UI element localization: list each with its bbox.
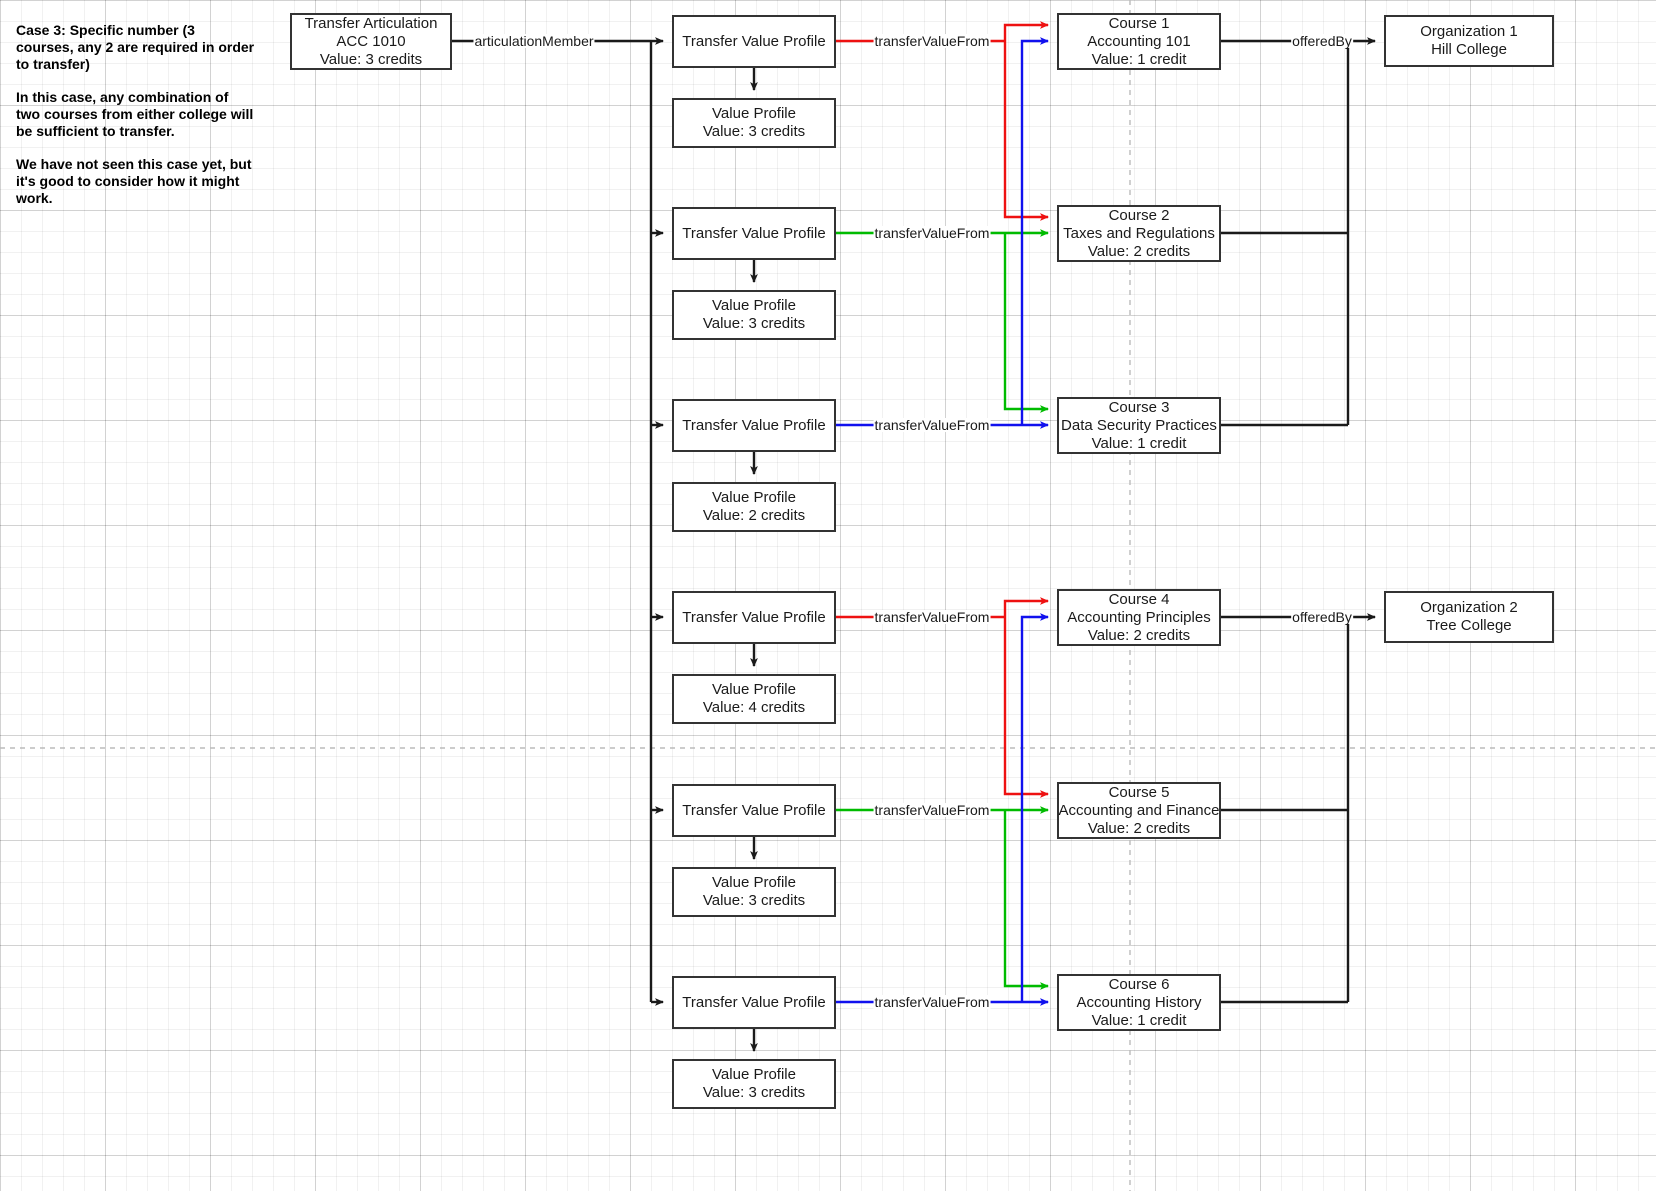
transfer-value-profile-label: Transfer Value Profile — [682, 993, 826, 1011]
transfer-value-profile-label: Transfer Value Profile — [682, 416, 826, 434]
transfer-value-profile-label: Transfer Value Profile — [682, 801, 826, 819]
node-transfer-articulation[interactable]: Transfer Articulation ACC 1010 Value: 3 … — [290, 13, 452, 70]
node-course-5[interactable]: Course 5 Accounting and Finance Value: 2… — [1057, 782, 1221, 839]
node-course-4[interactable]: Course 4 Accounting Principles Value: 2 … — [1057, 589, 1221, 646]
course-name: Accounting 101 — [1087, 32, 1191, 50]
course-value: Value: 2 credits — [1087, 242, 1191, 260]
course-id: Course 1 — [1108, 14, 1170, 32]
edge-label-transfer-value-from-2: transferValueFrom — [873, 225, 991, 241]
node-course-1[interactable]: Course 1 Accounting 101 Value: 1 credit — [1057, 13, 1221, 70]
edge-offered-by-org2 — [1221, 613, 1376, 1004]
node-transfer-value-profile-2[interactable]: Transfer Value Profile — [672, 207, 836, 260]
organization-name: Hill College — [1431, 41, 1507, 58]
case-note-line: (3 courses, any 2 are required in — [16, 22, 215, 55]
course-value: Value: 2 credits — [1087, 626, 1191, 644]
value-profile-label: Value Profile — [712, 489, 796, 506]
edge-label-transfer-value-from-5: transferValueFrom — [873, 802, 991, 818]
edge-articulation-member — [452, 37, 664, 1006]
transfer-articulation-value: Value: 3 credits — [319, 50, 423, 68]
case-note-line: In this case, any combination of — [16, 89, 229, 105]
value-profile-label: Value Profile — [712, 874, 796, 891]
course-id: Course 2 — [1108, 206, 1170, 224]
edge-label-transfer-value-from-3: transferValueFrom — [873, 417, 991, 433]
course-id: Course 6 — [1108, 975, 1170, 993]
case-note-line: Case 3: Specific number — [16, 22, 179, 38]
course-name: Taxes and Regulations — [1063, 224, 1215, 242]
case-note-line: might work. — [16, 173, 240, 206]
course-value: Value: 1 credit — [1091, 50, 1187, 68]
case-note-paragraph-3: We have not seen this case yet, but it's… — [16, 156, 256, 207]
organization-id: Organization 2 — [1420, 599, 1518, 616]
node-transfer-value-profile-3[interactable]: Transfer Value Profile — [672, 399, 836, 452]
value-profile-value: Value: 4 credits — [702, 699, 806, 716]
course-id: Course 4 — [1108, 590, 1170, 608]
organization-id: Organization 1 — [1420, 23, 1518, 40]
node-value-profile-3[interactable]: Value Profile Value: 2 credits — [672, 482, 836, 532]
value-profile-value: Value: 2 credits — [702, 507, 806, 524]
course-value: Value: 1 credit — [1091, 434, 1187, 452]
node-transfer-value-profile-5[interactable]: Transfer Value Profile — [672, 784, 836, 837]
case-note-paragraph-2: In this case, any combination of two cou… — [16, 89, 256, 140]
value-profile-label: Value Profile — [712, 681, 796, 698]
value-profile-label: Value Profile — [712, 105, 796, 122]
node-course-2[interactable]: Course 2 Taxes and Regulations Value: 2 … — [1057, 205, 1221, 262]
edge-label-transfer-value-from-1: transferValueFrom — [873, 33, 991, 49]
transfer-value-profile-label: Transfer Value Profile — [682, 608, 826, 626]
course-value: Value: 1 credit — [1091, 1011, 1187, 1029]
value-profile-value: Value: 3 credits — [702, 1084, 806, 1101]
node-transfer-value-profile-6[interactable]: Transfer Value Profile — [672, 976, 836, 1029]
course-id: Course 3 — [1108, 398, 1170, 416]
edge-label-offered-by-1: offeredBy — [1291, 33, 1353, 49]
course-name: Accounting Principles — [1067, 608, 1211, 626]
edge-label-transfer-value-from-6: transferValueFrom — [873, 994, 991, 1010]
case-note-line: but it's good to consider how it — [16, 156, 252, 189]
node-value-profile-2[interactable]: Value Profile Value: 3 credits — [672, 290, 836, 340]
case-note-line: two courses from either college — [16, 106, 227, 122]
transfer-articulation-code: ACC 1010 — [336, 32, 406, 50]
edge-label-transfer-value-from-4: transferValueFrom — [873, 609, 991, 625]
case-note-line: We have not seen this case yet, — [16, 156, 226, 172]
organization-name: Tree College — [1426, 617, 1512, 634]
course-name: Data Security Practices — [1061, 416, 1217, 434]
value-profile-value: Value: 3 credits — [702, 892, 806, 909]
case-note-line: order to transfer) — [16, 39, 255, 72]
transfer-articulation-title: Transfer Articulation — [304, 14, 438, 32]
edge-label-articulation-member: articulationMember — [473, 33, 595, 49]
node-value-profile-4[interactable]: Value Profile Value: 4 credits — [672, 674, 836, 724]
case-note-line: will be sufficient to transfer. — [16, 106, 254, 139]
edge-offered-by-org1 — [1221, 37, 1376, 427]
node-value-profile-5[interactable]: Value Profile Value: 3 credits — [672, 867, 836, 917]
node-value-profile-6[interactable]: Value Profile Value: 3 credits — [672, 1059, 836, 1109]
course-name: Accounting and Finance — [1058, 801, 1220, 819]
value-profile-value: Value: 3 credits — [702, 123, 806, 140]
node-transfer-value-profile-4[interactable]: Transfer Value Profile — [672, 591, 836, 644]
value-profile-label: Value Profile — [712, 1066, 796, 1083]
value-profile-label: Value Profile — [712, 297, 796, 314]
node-organization-1[interactable]: Organization 1 Hill College — [1384, 15, 1554, 67]
edge-label-offered-by-2: offeredBy — [1291, 609, 1353, 625]
course-value: Value: 2 credits — [1087, 819, 1191, 837]
case-note-paragraph-1: Case 3: Specific number (3 courses, any … — [16, 22, 256, 73]
course-id: Course 5 — [1108, 783, 1170, 801]
course-name: Accounting History — [1076, 993, 1202, 1011]
node-transfer-value-profile-1[interactable]: Transfer Value Profile — [672, 15, 836, 68]
node-organization-2[interactable]: Organization 2 Tree College — [1384, 591, 1554, 643]
value-profile-value: Value: 3 credits — [702, 315, 806, 332]
transfer-value-profile-label: Transfer Value Profile — [682, 224, 826, 242]
node-course-3[interactable]: Course 3 Data Security Practices Value: … — [1057, 397, 1221, 454]
node-course-6[interactable]: Course 6 Accounting History Value: 1 cre… — [1057, 974, 1221, 1031]
node-value-profile-1[interactable]: Value Profile Value: 3 credits — [672, 98, 836, 148]
transfer-value-profile-label: Transfer Value Profile — [682, 32, 826, 50]
case-note: Case 3: Specific number (3 courses, any … — [16, 22, 256, 207]
